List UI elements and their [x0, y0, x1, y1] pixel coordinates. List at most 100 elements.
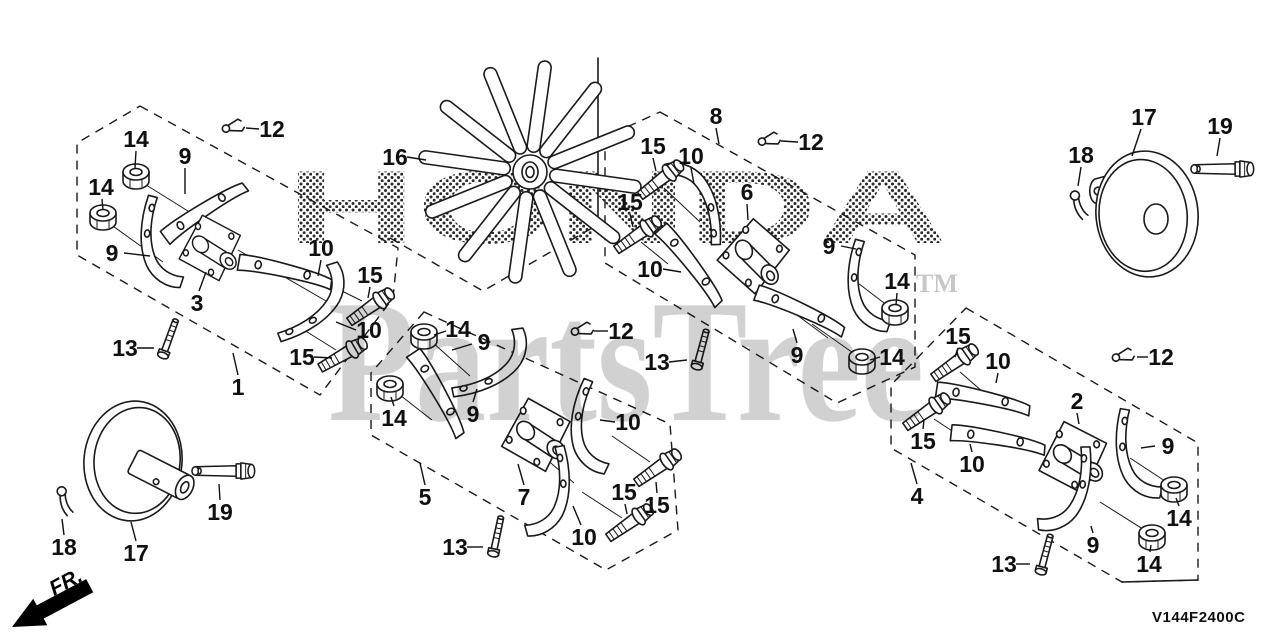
callout-15: 15	[611, 479, 637, 505]
callout-9: 9	[791, 342, 804, 368]
part-holder-plate-2	[1033, 416, 1113, 500]
callout-leader-line	[317, 259, 322, 277]
callout-15: 15	[617, 189, 643, 215]
callout-15: 15	[289, 344, 315, 370]
wheel-spokes	[418, 60, 642, 284]
callout-leader-line	[629, 213, 634, 228]
callout-leader-line	[451, 343, 473, 351]
part-nut-14	[1160, 476, 1188, 503]
callout-9: 9	[478, 329, 491, 355]
callout-13: 13	[991, 551, 1017, 577]
part-snap-pin-18	[1068, 188, 1090, 222]
callout-leader-line	[1131, 128, 1142, 157]
callout-10: 10	[678, 143, 704, 169]
part-nut-14	[122, 163, 150, 190]
callout-leader-line	[652, 157, 657, 172]
part-bolt-13	[1033, 532, 1057, 577]
callout-leader-line	[472, 388, 478, 403]
callout-10: 10	[571, 524, 597, 550]
callout-14: 14	[1136, 551, 1162, 577]
part-rotor-wheel-16	[418, 60, 642, 284]
group-outline-5	[370, 311, 679, 571]
part-pin-bolt-19	[1190, 160, 1255, 178]
callout-14: 14	[884, 268, 910, 294]
callout-9: 9	[106, 240, 119, 266]
callout-14: 14	[88, 174, 114, 200]
assembly-group-4	[899, 338, 1188, 577]
group-outline-16	[389, 227, 593, 292]
callout-9: 9	[467, 401, 480, 427]
partstree-watermark: PartsTree	[328, 264, 924, 458]
front-arrow-icon	[12, 579, 94, 627]
callout-leader-line	[406, 156, 427, 161]
callout-leader-line	[101, 198, 104, 211]
callout-leader-line	[922, 419, 925, 430]
callout-14: 14	[445, 316, 471, 342]
callout-leader-line	[690, 167, 695, 185]
callout-leader-line	[313, 356, 333, 359]
callout-6: 6	[741, 179, 754, 205]
group-outline-4-base	[1121, 579, 1199, 583]
callout-10: 10	[308, 235, 334, 261]
callout-leader-line	[61, 518, 65, 536]
callout-5: 5	[419, 484, 432, 510]
callout-leader-line	[419, 462, 426, 486]
part-side-disc-17-left	[83, 400, 195, 522]
part-pin-clip-12	[756, 130, 782, 150]
callout-leader-line	[1140, 445, 1156, 449]
callout-leader-line	[715, 127, 720, 145]
callout-13: 13	[644, 349, 670, 375]
callout-14: 14	[1166, 505, 1192, 531]
callout-leader-line	[1175, 497, 1180, 507]
callout-leader-line	[1216, 137, 1221, 157]
callout-15: 15	[640, 133, 666, 159]
callout-17: 17	[1131, 104, 1157, 130]
callout-4: 4	[911, 483, 924, 509]
callout-leader-line	[1149, 544, 1152, 553]
callout-12: 12	[1148, 344, 1174, 370]
gray-brand-watermark: PartsTree TM	[328, 264, 958, 458]
callout-leader-line	[335, 321, 357, 331]
callout-12: 12	[608, 318, 634, 344]
callout-13: 13	[442, 534, 468, 560]
callout-14: 14	[123, 126, 149, 152]
callout-leader-line	[517, 463, 525, 486]
callout-leader-line	[572, 505, 582, 526]
part-pin-bolt-19	[191, 462, 256, 480]
callout-9: 9	[179, 143, 192, 169]
callout-leader-line	[746, 203, 749, 221]
callout-leader-line	[130, 521, 137, 542]
callout-leader-line	[792, 328, 798, 344]
part-side-disc-17-right	[1088, 150, 1199, 278]
group-outline-1	[76, 105, 399, 396]
callout-leader-line	[995, 372, 999, 384]
callout-leader-line	[433, 330, 447, 336]
callout-leader-line	[232, 352, 239, 376]
part-tine-9	[1112, 407, 1168, 500]
callout-leader-line	[245, 127, 260, 130]
part-pin-clip-12	[1110, 346, 1136, 366]
callout-leader-line	[1090, 525, 1094, 534]
callout-leader-line	[668, 359, 688, 363]
callout-15: 15	[945, 323, 971, 349]
callout-leader-line	[662, 268, 682, 273]
callout-12: 12	[259, 116, 285, 142]
trademark-symbol: TM	[916, 269, 958, 298]
callout-leader-line	[1077, 166, 1082, 187]
front-direction-indicator: FR.	[12, 564, 94, 627]
callout-leader-line	[969, 443, 973, 453]
part-bolt-13	[155, 316, 183, 361]
diagram-code: V144F2400C	[1152, 609, 1245, 626]
part-nut-14	[1138, 524, 1166, 551]
callout-10: 10	[615, 409, 641, 435]
part-pin-clip-12	[220, 117, 246, 137]
callout-18: 18	[51, 534, 77, 560]
callout-9: 9	[823, 233, 836, 259]
part-snap-pin-18	[55, 484, 75, 518]
callout-14: 14	[879, 344, 905, 370]
callout-14: 14	[381, 405, 407, 431]
callout-leader-line	[655, 481, 658, 494]
callout-leader-line	[1076, 412, 1080, 425]
part-bolt-13	[486, 514, 508, 559]
